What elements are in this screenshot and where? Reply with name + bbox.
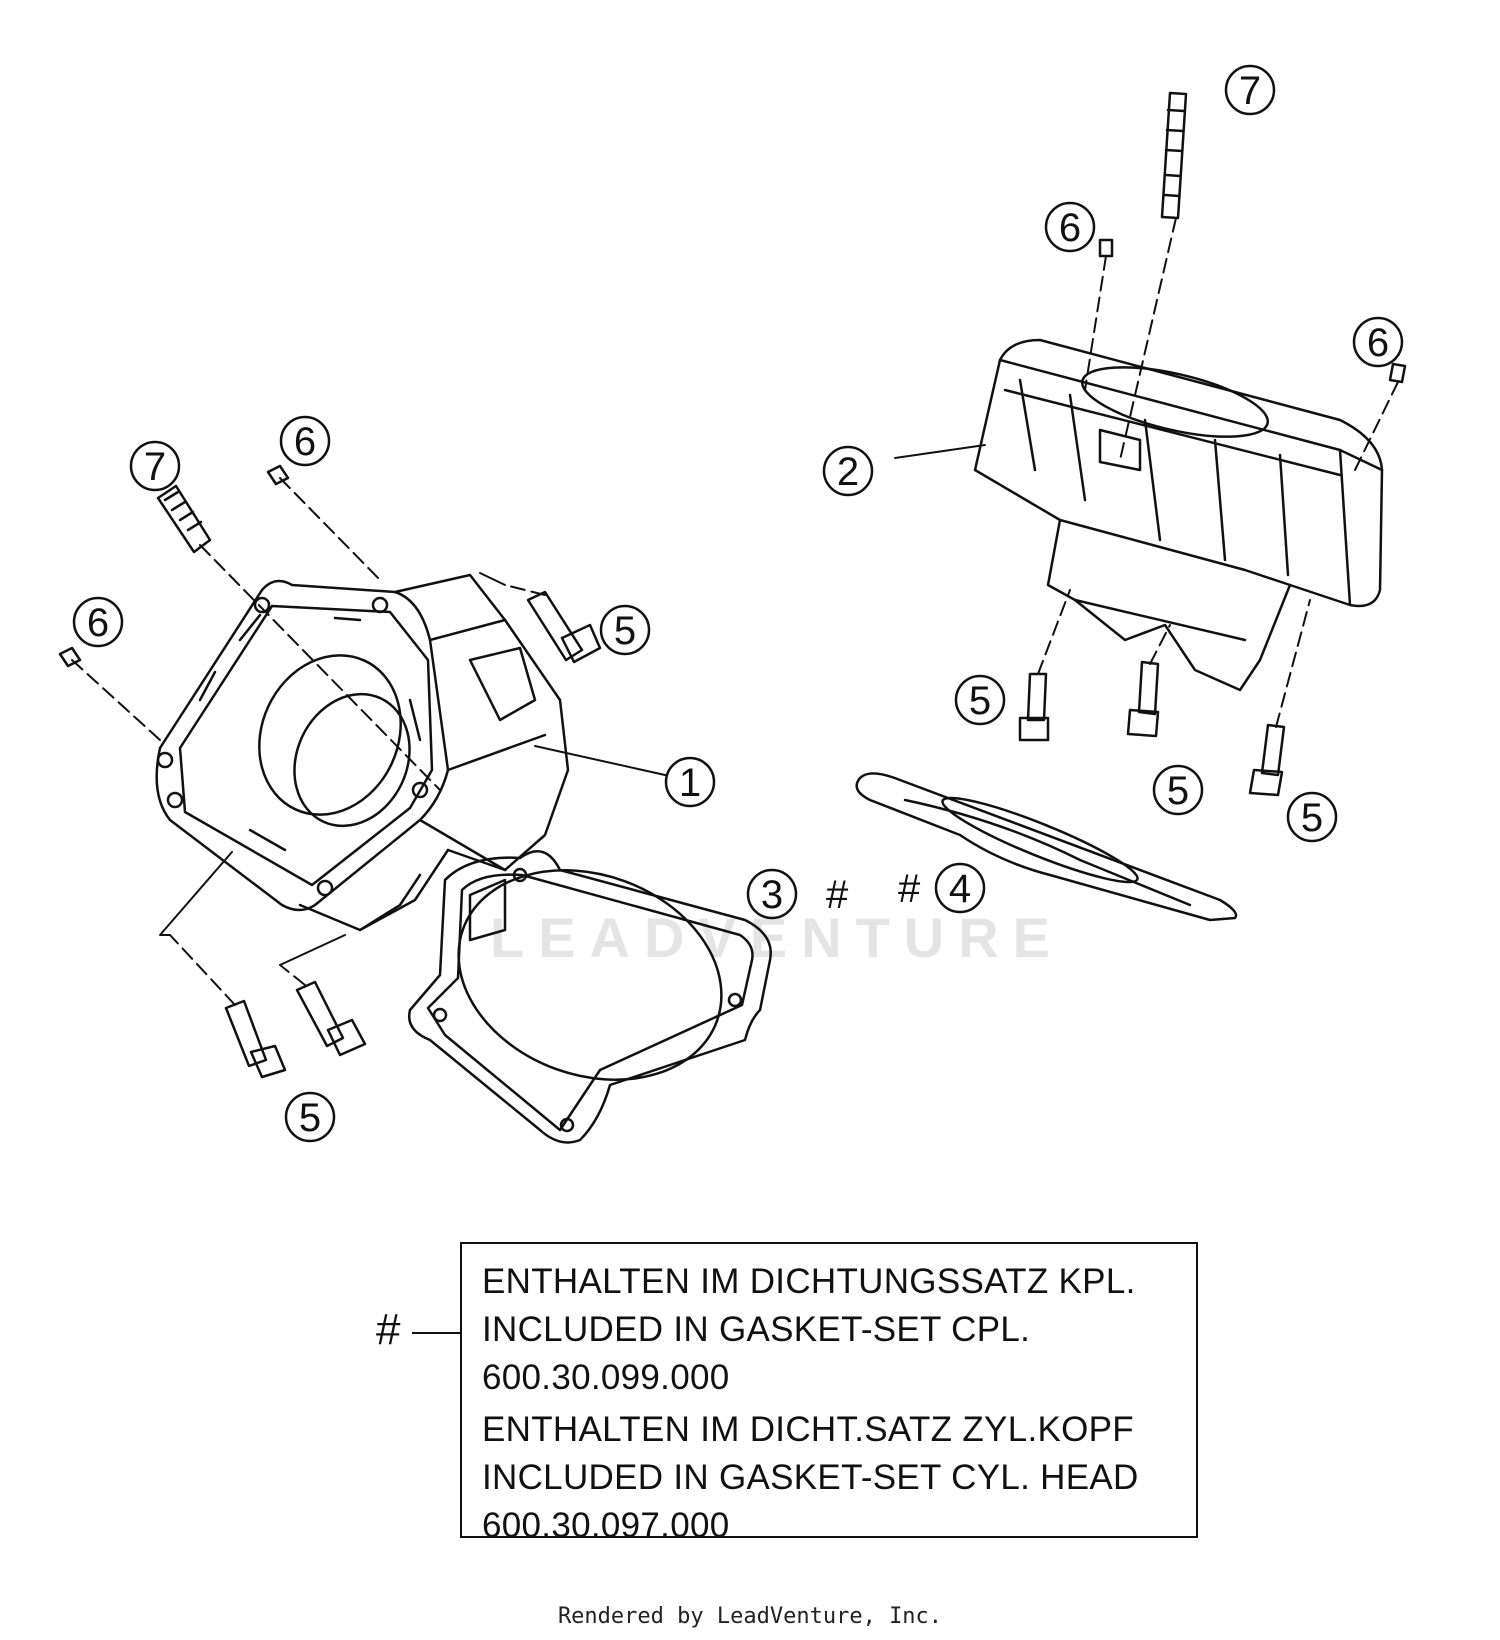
callout-4: 4 — [934, 862, 986, 914]
legend-line-1: ENTHALTEN IM DICHTUNGSSATZ KPL. — [482, 1262, 1136, 1301]
svg-text:6: 6 — [1367, 321, 1389, 365]
legend-line-6: 600.30.097.000 — [482, 1506, 730, 1545]
svg-text:7: 7 — [144, 445, 166, 489]
callout-5-right-a: 5 — [954, 674, 1006, 726]
callout-5-left-bottom: 5 — [284, 1091, 336, 1143]
callout-7-right: 7 — [1224, 64, 1276, 116]
callout-6-right-a: 6 — [1044, 201, 1096, 253]
callout-6-right-b: 6 — [1352, 316, 1404, 368]
footer-credit: Rendered by LeadVenture, Inc. — [557, 1604, 943, 1629]
gasket-3 — [407, 850, 772, 1144]
svg-text:5: 5 — [299, 1096, 321, 1140]
legend-line-5: INCLUDED IN GASKET-SET CYL. HEAD — [482, 1458, 1139, 1497]
legend-hash-connector — [412, 1332, 460, 1334]
svg-text:5: 5 — [614, 609, 636, 653]
svg-text:2: 2 — [837, 450, 859, 494]
svg-text:5: 5 — [1167, 769, 1189, 813]
gasket-4-hash: # — [898, 867, 921, 911]
legend-line-3: 600.30.099.000 — [482, 1358, 730, 1397]
svg-text:6: 6 — [294, 420, 316, 464]
dowel-pins — [58, 238, 1407, 668]
callout-5-right-b: 5 — [1152, 764, 1204, 816]
svg-text:1: 1 — [679, 761, 701, 805]
solid-leaders — [159, 444, 986, 966]
gasket-4 — [855, 772, 1238, 922]
callout-2: 2 — [822, 445, 874, 497]
svg-text:7: 7 — [1239, 69, 1261, 113]
callout-7-left: 7 — [129, 440, 181, 492]
callout-1: 1 — [664, 756, 716, 808]
svg-text:5: 5 — [1301, 796, 1323, 840]
callout-5-right-c: 5 — [1286, 791, 1338, 843]
callout-3: 3 — [746, 868, 798, 920]
svg-text:5: 5 — [969, 679, 991, 723]
left-stud-7 — [156, 484, 212, 554]
gasket-3-hash: # — [826, 873, 849, 917]
leader-lines — [71, 217, 1399, 1006]
callout-6-left-side: 6 — [72, 596, 124, 648]
svg-text:6: 6 — [1059, 206, 1081, 250]
legend-line-2: INCLUDED IN GASKET-SET CPL. — [482, 1310, 1031, 1349]
left-cylinder — [155, 573, 570, 932]
right-cylinder — [973, 338, 1384, 692]
callout-5-left-top: 5 — [599, 604, 651, 656]
legend-box: ENTHALTEN IM DICHTUNGSSATZ KPL. INCLUDED… — [460, 1242, 1198, 1545]
svg-text:4: 4 — [949, 867, 971, 911]
bolts — [224, 590, 1286, 1079]
callout-6-left-top: 6 — [279, 415, 331, 467]
right-stud-7 — [1160, 91, 1188, 220]
svg-text:6: 6 — [87, 601, 109, 645]
legend-line-4: ENTHALTEN IM DICHT.SATZ ZYL.KOPF — [482, 1410, 1134, 1449]
legend-hash: # — [376, 1305, 401, 1354]
svg-text:3: 3 — [761, 873, 783, 917]
